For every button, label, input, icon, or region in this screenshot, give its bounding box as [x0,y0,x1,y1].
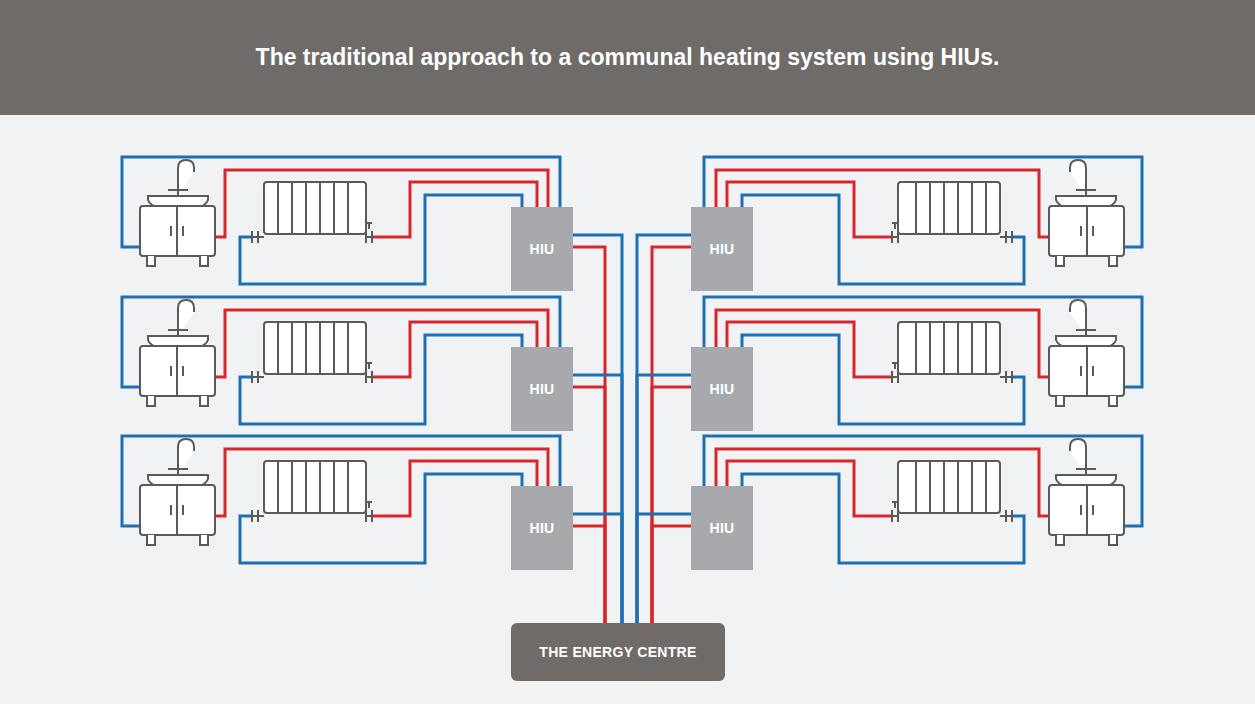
hiu-box: HIU [691,347,753,431]
hiu-box: HIU [691,486,753,570]
return-pipe [637,514,691,623]
flow-return-pipes [637,235,691,623]
energy-centre-box: THE ENERGY CENTRE [511,623,725,681]
flow-pipe [652,526,691,623]
node-label: THE ENERGY CENTRE [539,644,696,660]
return-pipe [573,375,622,623]
hiu-box: HIU [511,207,573,291]
flow-pipe [573,247,605,623]
flow-pipe [573,387,605,623]
node-label: HIU [709,520,734,536]
flow-pipe [652,247,691,623]
title-bar: The traditional approach to a communal h… [0,0,1255,115]
flow-return-pipes [573,235,622,623]
hiu-box: HIU [511,347,573,431]
node-label: HIU [529,381,554,397]
return-pipe [637,375,691,623]
flow-return-pipes [573,514,622,623]
return-pipe [637,235,691,623]
flow-return-pipes [637,375,691,623]
return-pipe [573,235,622,623]
flow-return-pipes [637,514,691,623]
diagram-title: The traditional approach to a communal h… [256,44,1000,71]
flow-return-pipes [573,375,622,623]
node-label: HIU [529,520,554,536]
hiu-box: HIU [691,207,753,291]
node-label: HIU [709,381,734,397]
hiu-box: HIU [511,486,573,570]
node-label: HIU [709,241,734,257]
node-label: HIU [529,241,554,257]
flow-pipe [573,526,605,623]
return-pipe [573,514,622,623]
flow-pipe [652,387,691,623]
